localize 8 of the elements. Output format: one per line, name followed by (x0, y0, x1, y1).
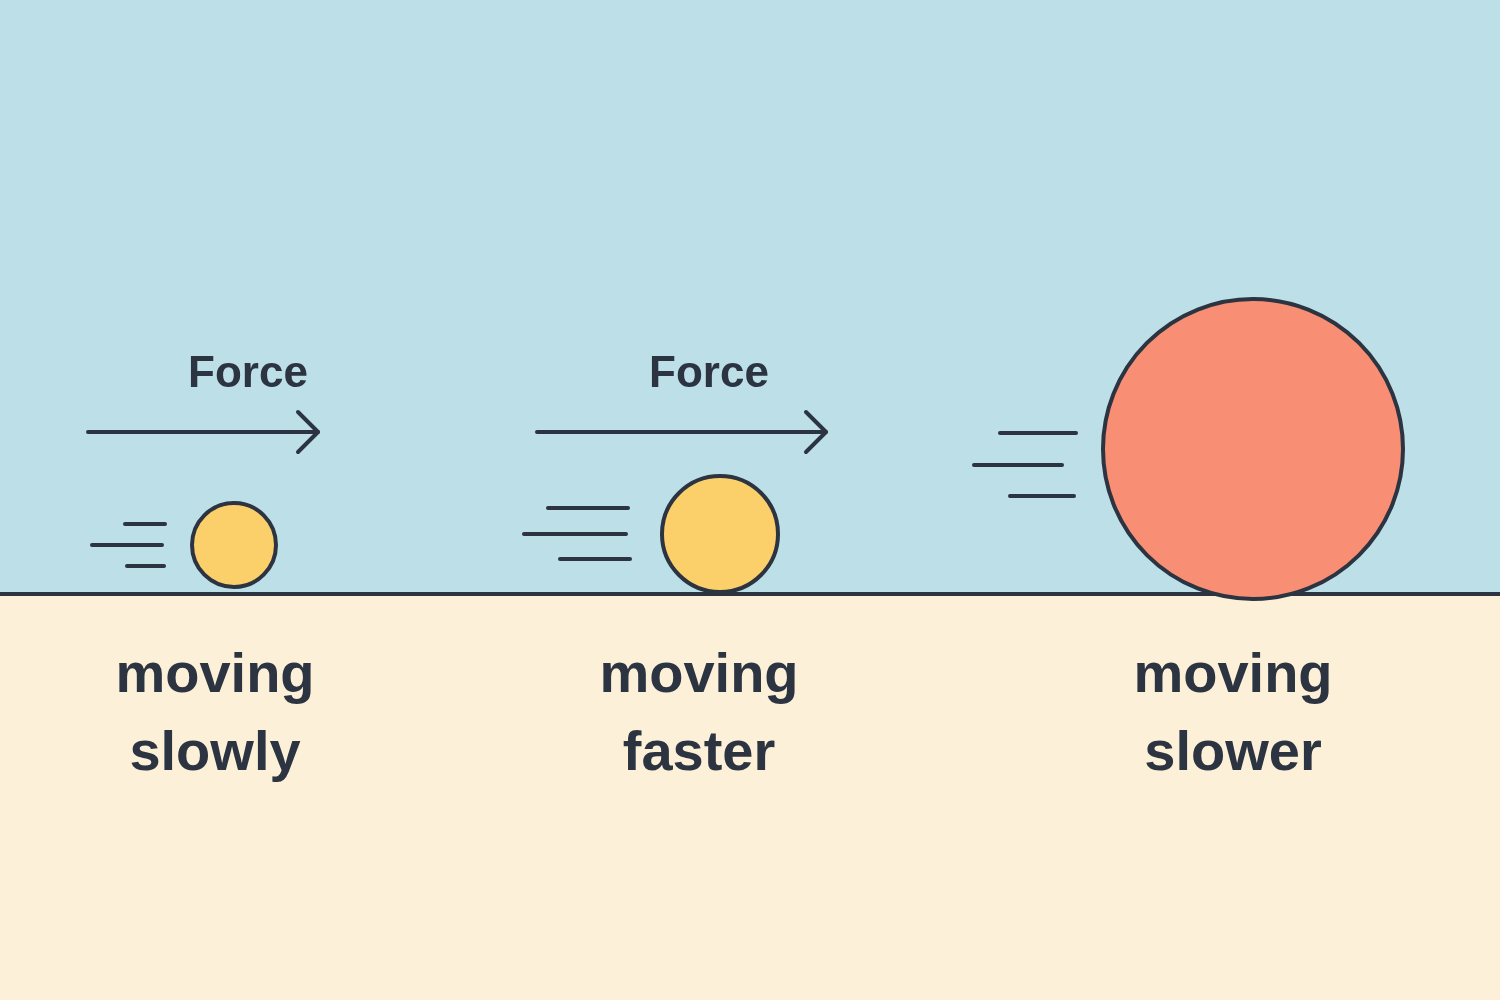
force-label: Force (188, 350, 308, 394)
ball (1101, 297, 1405, 601)
motion-label: moving faster (598, 640, 800, 784)
ball (190, 501, 278, 589)
ball (660, 474, 780, 594)
motion-label: moving slower (1132, 640, 1334, 784)
force-label: Force (649, 350, 769, 394)
motion-label: moving slowly (114, 640, 316, 784)
